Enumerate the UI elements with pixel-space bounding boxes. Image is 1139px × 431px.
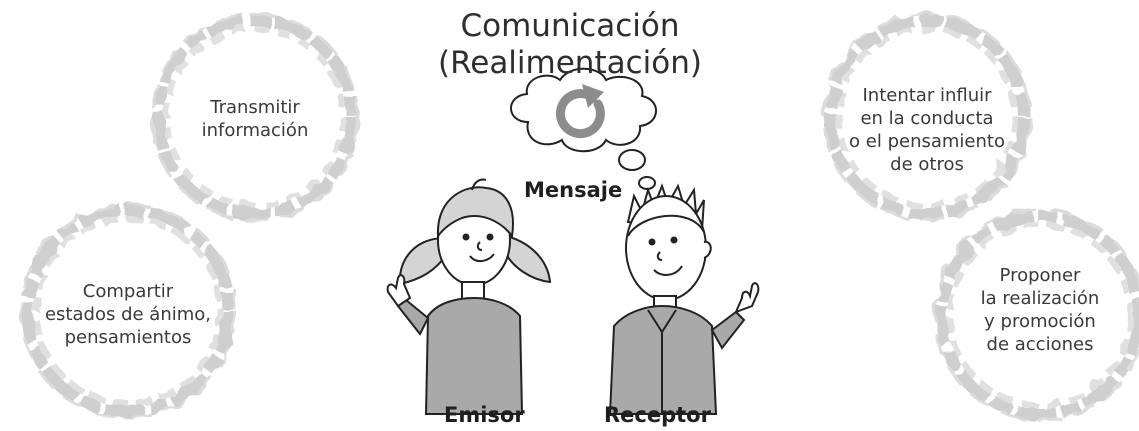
receiver-label: Receptor [604, 403, 711, 427]
ring-bottom-right [933, 208, 1139, 422]
message-label: Mensaje [524, 178, 623, 202]
diagram-title-line1: Comunicación [460, 8, 680, 44]
thought-cloud [510, 67, 657, 190]
circle-text-line: estados de ánimo, [44, 304, 211, 325]
circle-text-line: o el pensamiento [849, 131, 1005, 152]
circle-text-bottom-right: Proponer la realización y promoción de a… [955, 264, 1125, 356]
sender-label: Emisor [444, 403, 525, 427]
circle-text-line: Intentar influir [862, 85, 992, 106]
circle-text-line: Transmitir [210, 97, 300, 118]
circle-text-bottom-left: Compartir estados de ánimo, pensamientos [28, 280, 228, 349]
circle-text-top-left: Transmitir información [175, 96, 335, 142]
circle-text-line: Compartir [82, 281, 174, 302]
circle-text-line: pensamientos [64, 327, 192, 348]
circle-text-line: de otros [890, 154, 964, 175]
diagram-title-line2: (Realimentación) [438, 45, 702, 81]
circle-text-line: y promoción [984, 311, 1096, 332]
ring-top-left [150, 12, 360, 222]
circle-text-line: en la conducta [860, 108, 994, 129]
circle-text-top-right: Intentar influir en la conducta o el pen… [837, 84, 1017, 176]
refresh-arrow-icon [555, 84, 605, 139]
ring-bottom-left [19, 202, 237, 420]
sender-figure [386, 178, 552, 415]
receiver-figure [608, 183, 760, 415]
circle-text-line: Proponer [999, 265, 1081, 286]
circle-text-line: la realización [980, 288, 1100, 309]
ring-top-right [822, 12, 1032, 222]
circle-text-line: información [201, 120, 309, 141]
circle-text-line: de acciones [986, 334, 1094, 355]
